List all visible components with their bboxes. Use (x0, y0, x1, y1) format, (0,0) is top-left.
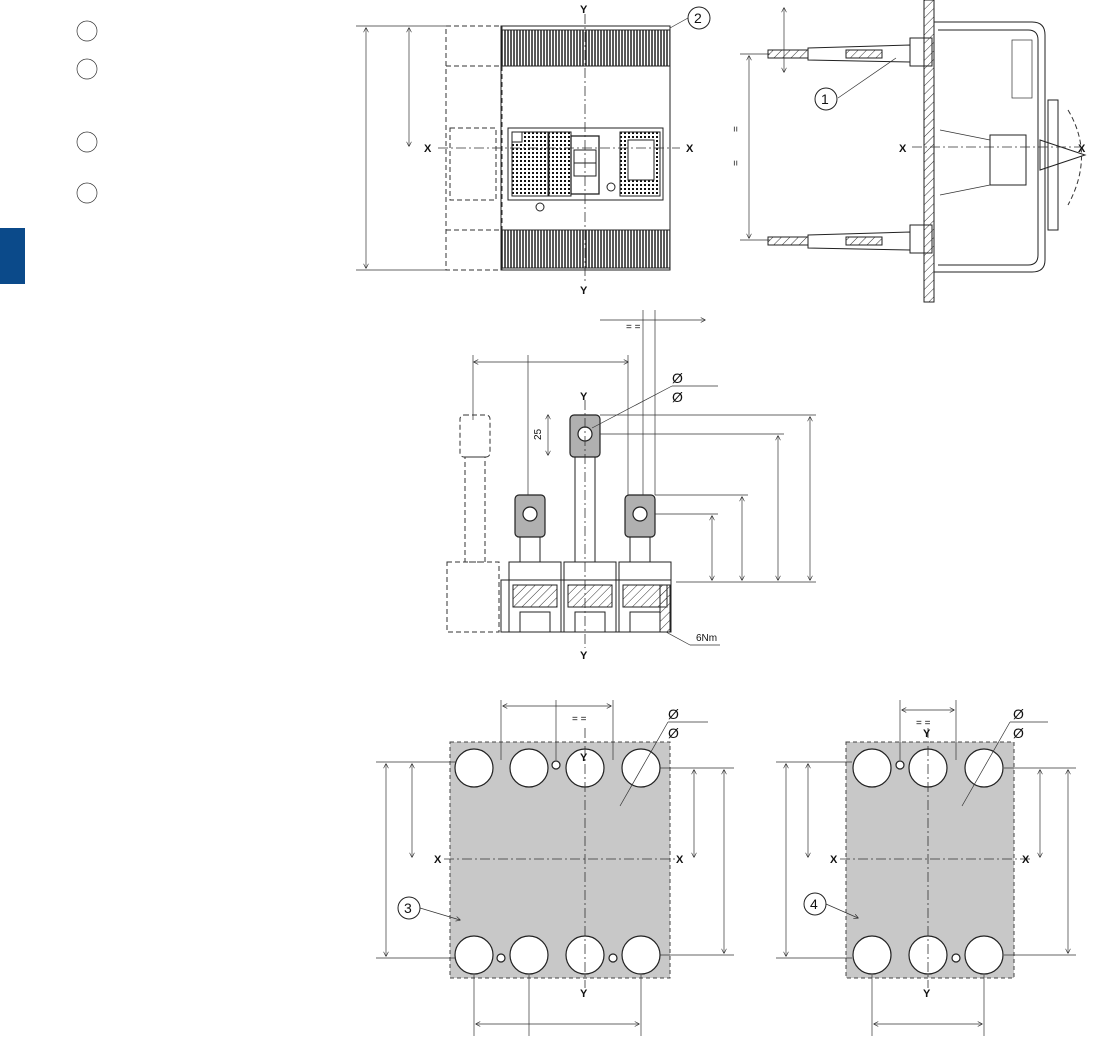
axis-x-label: X (686, 143, 694, 155)
callout-4: 4 (810, 896, 818, 912)
diameter-symbol: Ø (672, 389, 683, 405)
diameter-symbol: Ø (1013, 706, 1024, 722)
axis-y-label: Y (580, 391, 588, 403)
four-pole-plate (376, 700, 734, 1036)
legend-marker (76, 182, 98, 204)
torque-label: 6Nm (696, 633, 717, 644)
legend-marker (76, 131, 98, 153)
axis-y-label: Y (580, 650, 588, 662)
callout-3: 3 (404, 900, 412, 916)
equal-mark: = (731, 126, 742, 132)
axis-x-label: X (676, 854, 684, 866)
axis-y-label: Y (580, 752, 588, 764)
axis-y-label: Y (923, 988, 931, 1000)
callout-1: 1 (821, 91, 829, 107)
axis-x-label: X (1022, 854, 1030, 866)
axis-y-label: Y (580, 285, 588, 297)
legend (76, 20, 98, 204)
legend-marker (76, 20, 98, 42)
diameter-symbol: Ø (668, 706, 679, 722)
diameter-symbol: Ø (672, 370, 683, 386)
axis-x-label: X (830, 854, 838, 866)
side-tab (0, 228, 25, 284)
axis-y-label: Y (580, 988, 588, 1000)
axis-y-label: Y (923, 728, 931, 740)
legend-marker (76, 58, 98, 80)
axis-y-label: Y (580, 4, 588, 16)
callout-2: 2 (694, 10, 702, 26)
equal-mark: = (731, 160, 742, 166)
diameter-symbol: Ø (1013, 725, 1024, 741)
side-view (740, 0, 1087, 303)
front-view (356, 6, 711, 282)
axis-x-label: X (1078, 143, 1086, 155)
equal-marks: = = (626, 322, 641, 333)
terminal-view (446, 310, 816, 648)
dimension-25: 25 (533, 428, 544, 440)
axis-x-label: X (899, 143, 907, 155)
diameter-symbol: Ø (668, 725, 679, 741)
axis-x-label: X (424, 143, 432, 155)
three-pole-plate (776, 700, 1076, 1036)
equal-marks: = = (916, 718, 931, 729)
equal-marks: = = (572, 714, 587, 725)
axis-x-label: X (434, 854, 442, 866)
